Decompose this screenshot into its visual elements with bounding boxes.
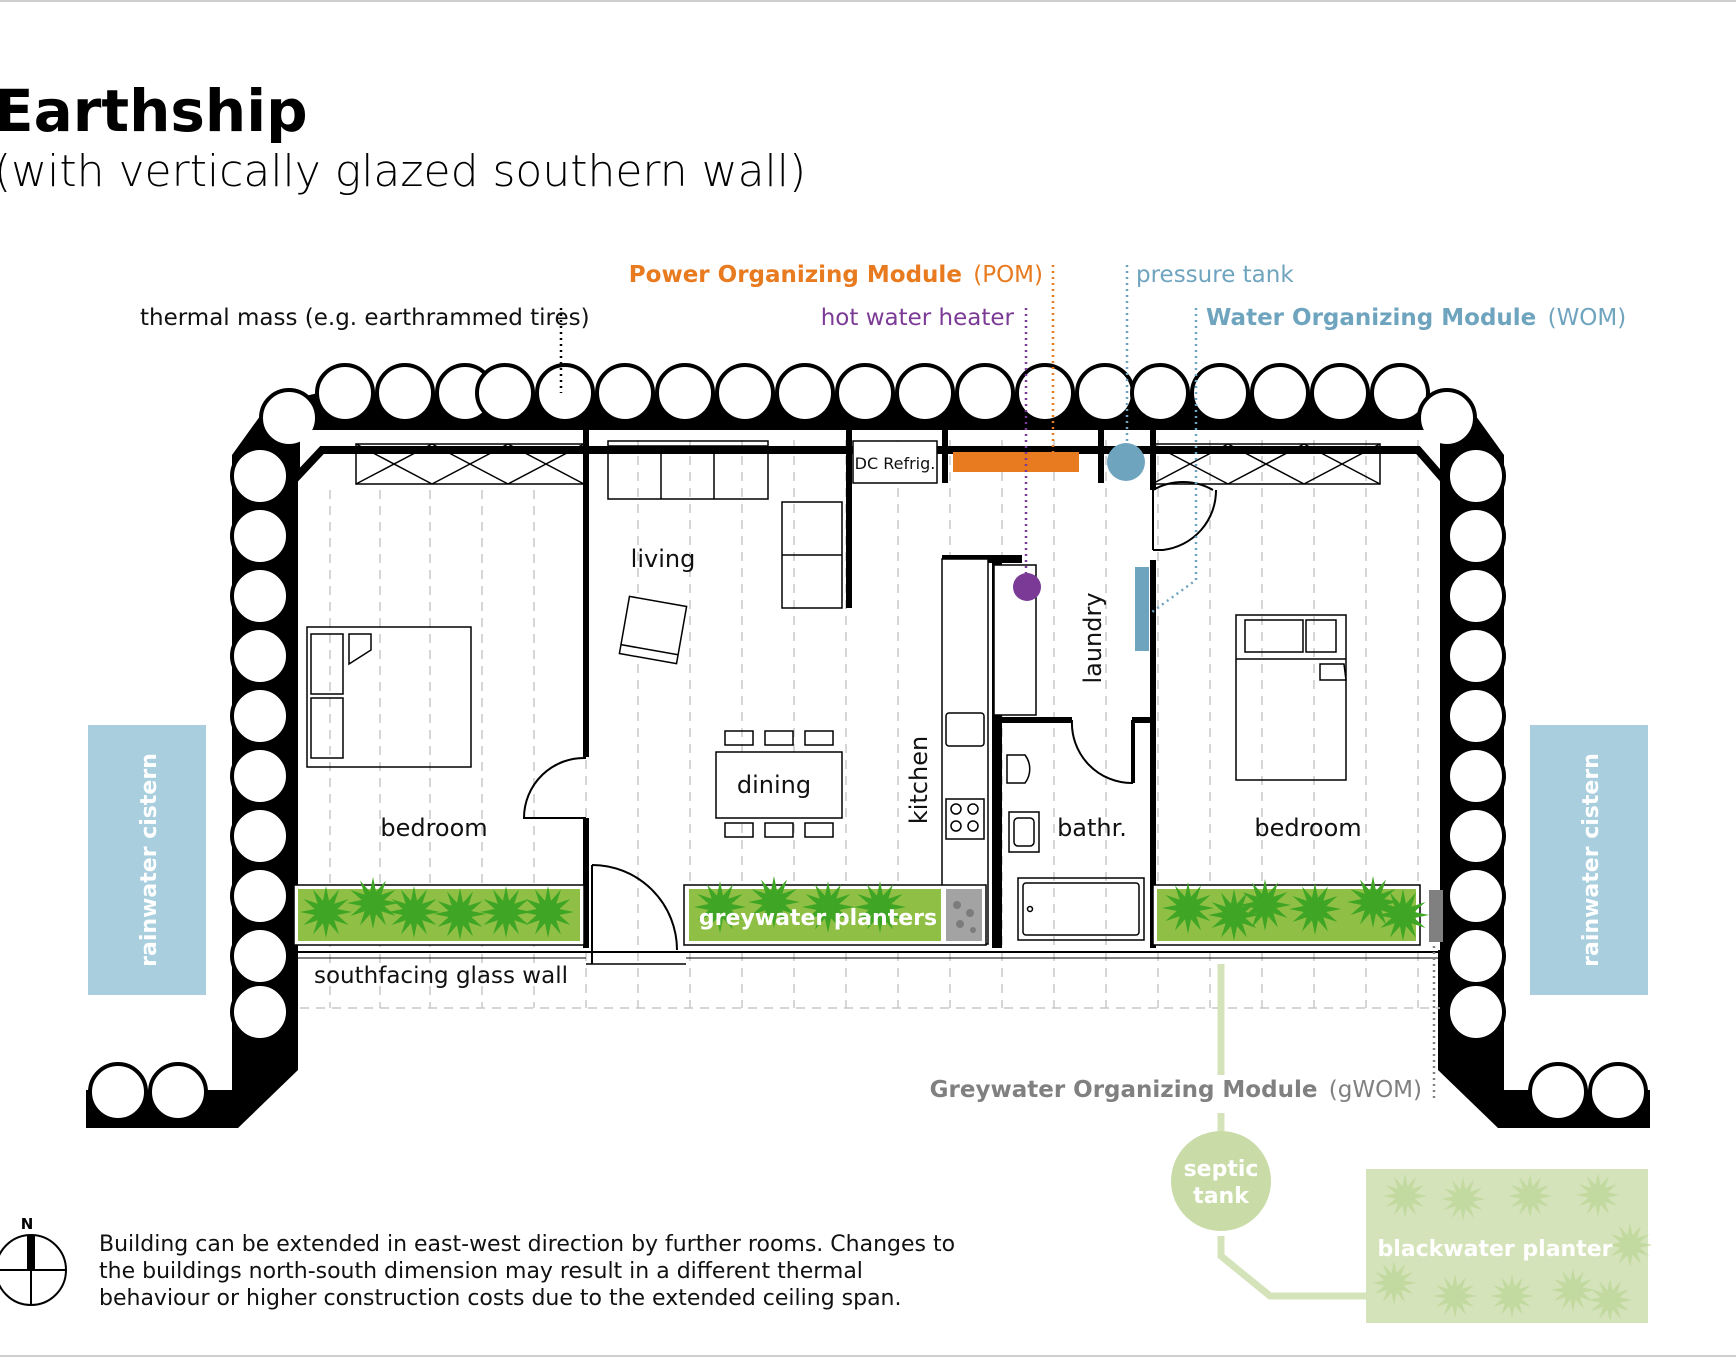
plant-icon	[802, 881, 854, 933]
plant-icon	[522, 886, 574, 938]
waste-pipeline	[1217, 964, 1372, 1300]
plant-icon	[1377, 889, 1429, 941]
rainwater-cistern-east-label: rainwater cistern	[1579, 753, 1604, 967]
leader-lines	[559, 265, 1436, 1098]
kitchen-counter	[941, 558, 989, 945]
gwom-unit	[1429, 890, 1443, 942]
doors	[522, 480, 1218, 964]
bed-east	[1235, 614, 1347, 781]
plant-icon	[388, 886, 440, 938]
north-needle-icon	[27, 1235, 35, 1270]
plant-icon	[1383, 1174, 1427, 1218]
interior-floor	[300, 430, 1440, 950]
plant-icon	[1551, 1268, 1595, 1312]
plant-icon	[1608, 1223, 1652, 1267]
north-label: N	[21, 1215, 34, 1233]
north-arrow: N	[0, 1215, 67, 1306]
wom-label: Water Organizing Module (WOM)	[1206, 305, 1626, 331]
plant-icon	[1490, 1274, 1534, 1318]
pressure-tank-label: pressure tank	[1136, 262, 1294, 288]
room-label-bedroom-west: bedroom	[380, 814, 487, 842]
plant-icon	[748, 876, 800, 928]
dc-refrig-label: DC Refrig.	[855, 454, 936, 473]
plant-icon	[1508, 1174, 1552, 1218]
room-label-kitchen: kitchen	[905, 736, 933, 824]
plant-icon	[1588, 1278, 1632, 1322]
plant-icon	[854, 881, 906, 933]
wom-label-abbr: (WOM)	[1548, 305, 1627, 331]
plant-icon	[1208, 889, 1260, 941]
rainwater-cistern-west: rainwater cistern	[88, 725, 206, 995]
plant-icon	[1162, 882, 1214, 934]
plant-icon	[1239, 879, 1291, 931]
blackwater-planter: blackwater planter	[1366, 1169, 1652, 1323]
plant-icon	[694, 881, 746, 933]
septic-tank-label-2: tank	[1193, 1184, 1250, 1209]
pom-label: Power Organizing Module (POM)	[629, 262, 1043, 288]
rainwater-cistern-east: rainwater cistern	[1530, 725, 1648, 995]
water-organizing-module	[1135, 567, 1149, 651]
planter-plants	[300, 876, 1429, 941]
plant-icon	[1289, 883, 1341, 935]
plant-icon	[1347, 876, 1399, 928]
blackwater-planter-label: blackwater planter	[1377, 1237, 1612, 1262]
south-glass-wall	[292, 951, 1446, 965]
page-title: Earthship	[0, 77, 308, 145]
tire-row-north	[259, 363, 1477, 448]
pom-label-name: Power Organizing Module	[629, 262, 962, 288]
living-furniture	[607, 440, 843, 665]
dc-refrigerator	[852, 440, 938, 484]
hot-water-heater-label: hot water heater	[821, 305, 1015, 331]
plant-icon	[347, 877, 399, 929]
room-label-dining: dining	[737, 771, 811, 799]
plant-icon	[1372, 1261, 1416, 1305]
wom-label-name: Water Organizing Module	[1206, 305, 1536, 331]
bathroom-fixtures	[1006, 754, 1145, 941]
bed-west	[306, 626, 472, 768]
plant-icon	[1433, 1274, 1477, 1318]
plant-icon	[300, 886, 352, 938]
planter-west	[293, 884, 585, 946]
greywater-planters-label: greywater planters	[699, 906, 937, 931]
plant-icon	[1576, 1173, 1620, 1217]
plant-icon	[480, 886, 532, 938]
dining-table	[715, 730, 843, 838]
plant-icon	[1441, 1177, 1485, 1221]
thermal-mass-label: thermal mass (e.g. earthrammed tires)	[140, 305, 590, 331]
floor-grid	[300, 440, 1440, 1009]
hot-water-heater	[1013, 573, 1041, 601]
gwom-label-abbr: (gWOM)	[1329, 1077, 1422, 1103]
room-label-living: living	[631, 545, 696, 573]
room-label-bedroom-east: bedroom	[1254, 814, 1361, 842]
page-subtitle: (with vertically glazed southern wall)	[0, 146, 806, 197]
plant-icon	[434, 888, 486, 940]
pressure-tank	[1107, 443, 1145, 481]
rainwater-cistern-west-label: rainwater cistern	[137, 753, 162, 967]
room-label-laundry: laundry	[1079, 592, 1107, 683]
room-label-bathroom: bathr.	[1057, 814, 1127, 842]
gwom-label: Greywater Organizing Module (gWOM)	[930, 1077, 1422, 1103]
extension-note: Building can be extended in east-west di…	[99, 1232, 956, 1311]
power-organizing-module	[953, 452, 1079, 472]
septic-tank: septic tank	[1171, 1131, 1271, 1231]
southfacing-glass-wall-label: southfacing glass wall	[314, 963, 568, 989]
pom-label-abbr: (POM)	[973, 262, 1043, 288]
gwom-label-name: Greywater Organizing Module	[930, 1077, 1318, 1103]
septic-tank-label-1: septic	[1184, 1157, 1259, 1182]
